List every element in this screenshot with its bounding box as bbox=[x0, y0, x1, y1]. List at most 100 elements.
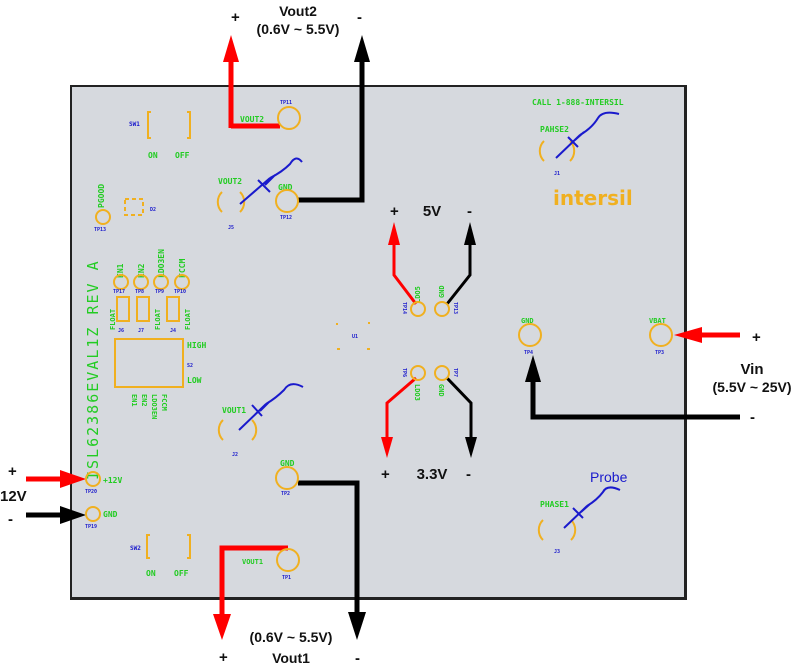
tp2-label: GND bbox=[280, 459, 295, 468]
v33-name: 3.3V bbox=[417, 466, 448, 483]
s2-label-en1: EN1 bbox=[130, 394, 138, 407]
j4-ref: J4 bbox=[170, 328, 176, 334]
vout2-plus: + bbox=[231, 9, 240, 26]
vin-negative-arrow bbox=[525, 355, 541, 382]
tp4-pad[interactable] bbox=[518, 323, 542, 347]
j4-jumper[interactable] bbox=[166, 296, 180, 322]
tp12-pad[interactable] bbox=[275, 189, 299, 213]
probe-icon bbox=[555, 111, 620, 159]
sw1-off: OFF bbox=[175, 151, 190, 160]
j5-label: VOUT2 bbox=[218, 177, 242, 186]
tp20-pad[interactable] bbox=[85, 471, 101, 487]
vin-minus: - bbox=[750, 409, 755, 426]
tp2-ref: TP2 bbox=[281, 491, 290, 497]
tp3-pad[interactable] bbox=[649, 323, 673, 347]
tp6-label: LDO3 bbox=[413, 384, 421, 401]
probe-icon bbox=[238, 383, 304, 431]
tp12-label: GND bbox=[278, 183, 293, 192]
j2-ref: J2 bbox=[232, 452, 238, 458]
tp9-pad[interactable] bbox=[153, 274, 169, 290]
j7-jumper[interactable] bbox=[136, 296, 150, 322]
v5-plus: + bbox=[390, 203, 399, 220]
probe-icon bbox=[563, 486, 621, 529]
tp17-label: EN1 bbox=[116, 263, 125, 278]
j6-float: FLOAT bbox=[109, 309, 117, 330]
tp2-pad[interactable] bbox=[275, 466, 299, 490]
v33-positive-arrow bbox=[381, 437, 393, 458]
pcb-board bbox=[70, 85, 687, 600]
vout2-label-group: + Vout2 (0.6V ~ 5.5V) - bbox=[231, 3, 362, 37]
tp19-pad[interactable] bbox=[85, 506, 101, 522]
sw1-on: ON bbox=[148, 151, 158, 160]
j6-jumper[interactable] bbox=[116, 296, 130, 322]
j5-pad[interactable] bbox=[216, 191, 246, 213]
intersil-logo: intersil bbox=[553, 186, 633, 210]
tp17-pad[interactable] bbox=[113, 274, 129, 290]
j3-label: PHASE1 bbox=[540, 500, 569, 509]
tp14-ref: TP14 bbox=[401, 302, 407, 314]
sw2-ref: SW2 bbox=[130, 545, 141, 552]
tp13-label: PGOOD bbox=[97, 184, 106, 208]
tp8-pad[interactable] bbox=[133, 274, 149, 290]
tp9-label: LDO3EN bbox=[157, 249, 166, 278]
tp13b-label: GND bbox=[438, 285, 446, 298]
vout2-name: Vout2 bbox=[279, 3, 317, 19]
board-title: ISL62386EVAL1Z REV A bbox=[84, 259, 102, 480]
s2-high: HIGH bbox=[187, 341, 206, 350]
sw2-outline[interactable] bbox=[146, 534, 191, 559]
probe-label: Probe bbox=[590, 469, 628, 485]
tp8-label: EN2 bbox=[137, 263, 146, 278]
s2-ref: S2 bbox=[187, 363, 193, 369]
probe-icon bbox=[239, 157, 303, 205]
sw1-outline[interactable] bbox=[147, 111, 191, 139]
s2-label-en2: EN2 bbox=[140, 394, 148, 407]
s2-label-fccm: FCCM bbox=[160, 394, 168, 411]
v33-negative-wire bbox=[445, 376, 473, 440]
v33-positive-wire bbox=[385, 376, 417, 440]
v5-negative-arrow bbox=[464, 222, 476, 245]
v5-minus: - bbox=[467, 203, 472, 220]
tp9-ref: TP9 bbox=[155, 289, 164, 295]
vout2-minus: - bbox=[357, 9, 362, 26]
tp14-label: LDO5 bbox=[414, 286, 422, 303]
tp1-pad[interactable] bbox=[276, 548, 300, 572]
vout1-negative-wire bbox=[298, 480, 360, 612]
vout1-positive-arrow bbox=[213, 614, 231, 640]
j5-ref: J5 bbox=[228, 225, 234, 231]
v5-positive-wire bbox=[392, 245, 418, 305]
tp1-ref: TP1 bbox=[282, 575, 291, 581]
v12-positive-arrow bbox=[60, 470, 86, 488]
tp13-ref: TP13 bbox=[94, 227, 106, 233]
tp3-ref: TP3 bbox=[655, 350, 664, 356]
vout2-negative-wire bbox=[298, 62, 365, 203]
j1-ref: J1 bbox=[554, 171, 560, 177]
tp14-pad[interactable] bbox=[410, 301, 426, 317]
tp1-label: VOUT1 bbox=[242, 558, 263, 566]
tp13b-ref: TP13 bbox=[452, 302, 458, 314]
v12-plus: + bbox=[8, 463, 17, 480]
vout2-negative-arrow bbox=[354, 35, 370, 62]
vout1-negative-arrow bbox=[348, 612, 366, 640]
tp6-pad[interactable] bbox=[410, 365, 426, 381]
vin-negative-wire bbox=[530, 380, 740, 420]
tp20-ref: TP20 bbox=[85, 489, 97, 495]
tp7-ref: TP7 bbox=[452, 368, 458, 377]
tp13-pad[interactable] bbox=[95, 209, 111, 225]
tp13b-pad[interactable] bbox=[434, 301, 450, 317]
v12-minus: - bbox=[8, 511, 13, 528]
tp10-pad[interactable] bbox=[174, 274, 190, 290]
tp7-pad[interactable] bbox=[434, 365, 450, 381]
s2-low: LOW bbox=[187, 376, 202, 385]
vout2-positive-trace bbox=[228, 108, 280, 129]
tp6-ref: TP6 bbox=[401, 368, 407, 377]
vout2-range: (0.6V ~ 5.5V) bbox=[257, 21, 340, 37]
d2-outline bbox=[124, 198, 144, 216]
v5-negative-wire bbox=[445, 245, 472, 305]
tp11-pad[interactable] bbox=[277, 106, 301, 130]
s2-dip-switch[interactable] bbox=[114, 338, 184, 388]
tp19-label: GND bbox=[103, 510, 118, 519]
en-testpoints: EN1 TP17 EN2 TP8 LDO3EN TP9 FCCM TP10 bbox=[113, 249, 190, 295]
tp17-ref: TP17 bbox=[113, 289, 125, 295]
tp12-ref: TP12 bbox=[280, 215, 292, 221]
j2-pad[interactable] bbox=[217, 419, 258, 441]
